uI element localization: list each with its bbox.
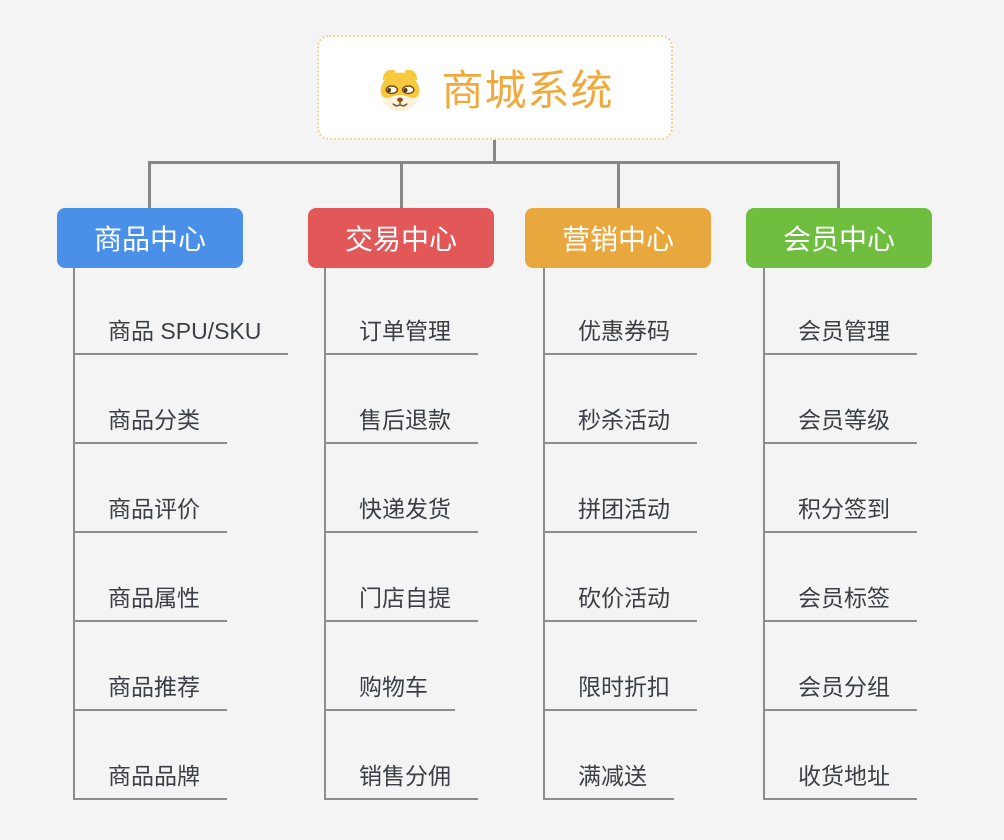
leaf-node[interactable]: 会员分组 [765,622,917,711]
connector-horizontal-bar [148,161,840,164]
branch-label: 交易中心 [344,224,457,255]
branch-items-marketing-center: 优惠券码 秒杀活动 拼团活动 砍价活动 限时折扣 满减送 [543,268,697,800]
leaf-node[interactable]: 商品评价 [75,444,288,533]
leaf-node[interactable]: 商品 SPU/SKU [75,268,289,355]
leaf-node[interactable]: 商品品牌 [75,711,288,800]
connector-drop-3 [617,161,620,208]
leaf-node[interactable]: 收货地址 [765,711,917,800]
branch-items-product-center: 商品 SPU/SKU 商品分类 商品评价 商品属性 商品推荐 商品品牌 [73,268,289,800]
connector-root-stem [493,140,496,164]
branch-header-product-center[interactable]: 商品中心 [57,208,243,268]
leaf-node[interactable]: 商品属性 [75,533,288,622]
connector-drop-2 [400,161,403,208]
leaf-node[interactable]: 售后退款 [326,355,478,444]
leaf-node[interactable]: 秒杀活动 [545,355,697,444]
leaf-node[interactable]: 满减送 [545,711,697,800]
branch-header-trade-center[interactable]: 交易中心 [308,208,494,268]
connector-drop-1 [148,161,151,208]
branch-items-trade-center: 订单管理 售后退款 快递发货 门店自提 购物车 销售分佣 [324,268,478,800]
branch-label: 商品中心 [93,224,206,255]
branch-header-member-center[interactable]: 会员中心 [746,208,932,268]
leaf-node[interactable]: 商品分类 [75,355,288,444]
branch-header-marketing-center[interactable]: 营销中心 [525,208,711,268]
leaf-node[interactable]: 优惠券码 [545,268,697,355]
root-title: 商城系统 [441,67,614,114]
leaf-node[interactable]: 会员管理 [765,268,917,355]
leaf-node[interactable]: 商品推荐 [75,622,288,711]
branch-items-member-center: 会员管理 会员等级 积分签到 会员标签 会员分组 收货地址 [763,268,917,800]
branch-label: 会员中心 [782,224,895,255]
leaf-node[interactable]: 销售分佣 [326,711,478,800]
leaf-node[interactable]: 积分签到 [765,444,917,533]
root-node[interactable]: 商城系统 [317,35,673,140]
leaf-node[interactable]: 会员标签 [765,533,917,622]
branch-label: 营销中心 [561,224,674,255]
leaf-node[interactable]: 购物车 [326,622,478,711]
leaf-node[interactable]: 砍价活动 [545,533,697,622]
leaf-node[interactable]: 拼团活动 [545,444,697,533]
leaf-node[interactable]: 快递发货 [326,444,478,533]
leaf-node[interactable]: 门店自提 [326,533,478,622]
leaf-node[interactable]: 会员等级 [765,355,917,444]
leaf-node[interactable]: 限时折扣 [545,622,697,711]
connector-drop-4 [837,161,840,208]
leaf-node[interactable]: 订单管理 [326,268,478,355]
shiba-dog-icon [380,69,420,111]
